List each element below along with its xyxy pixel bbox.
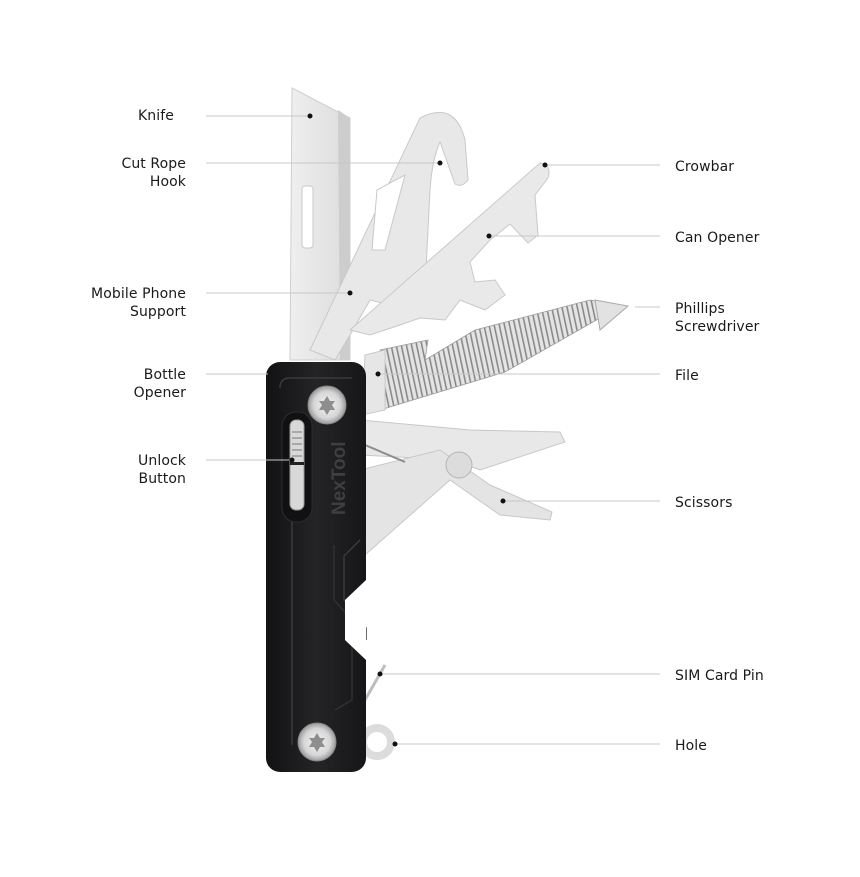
scissors-arm [359, 419, 566, 556]
file-screwdriver-arm [361, 299, 630, 416]
label-bottle-opener: Bottle Opener [133, 367, 186, 401]
leader-lines [206, 115, 660, 745]
label-file: File [675, 368, 699, 384]
label-cut-rope-hook: Cut Rope Hook [121, 156, 186, 190]
label-mobile-phone-support: Mobile Phone Support [91, 286, 186, 320]
label-scissors: Scissors [675, 495, 733, 511]
label-unlock-button: Unlock Button [138, 453, 186, 487]
key-ring-hole [359, 724, 395, 760]
label-crowbar: Crowbar [675, 159, 735, 175]
label-phillips-screwdriver: Phillips Screwdriver [675, 301, 760, 335]
sim-card-pin [363, 664, 387, 701]
label-knife: Knife [138, 108, 174, 124]
handle: NexTool [266, 362, 367, 772]
brand-mark: NexTool [329, 441, 350, 515]
callout-dots [289, 113, 548, 747]
label-sim-card-pin: SIM Card Pin [675, 668, 764, 684]
label-hole: Hole [675, 738, 707, 754]
cut-rope-hook-arm [309, 111, 469, 361]
label-can-opener: Can Opener [675, 230, 760, 246]
